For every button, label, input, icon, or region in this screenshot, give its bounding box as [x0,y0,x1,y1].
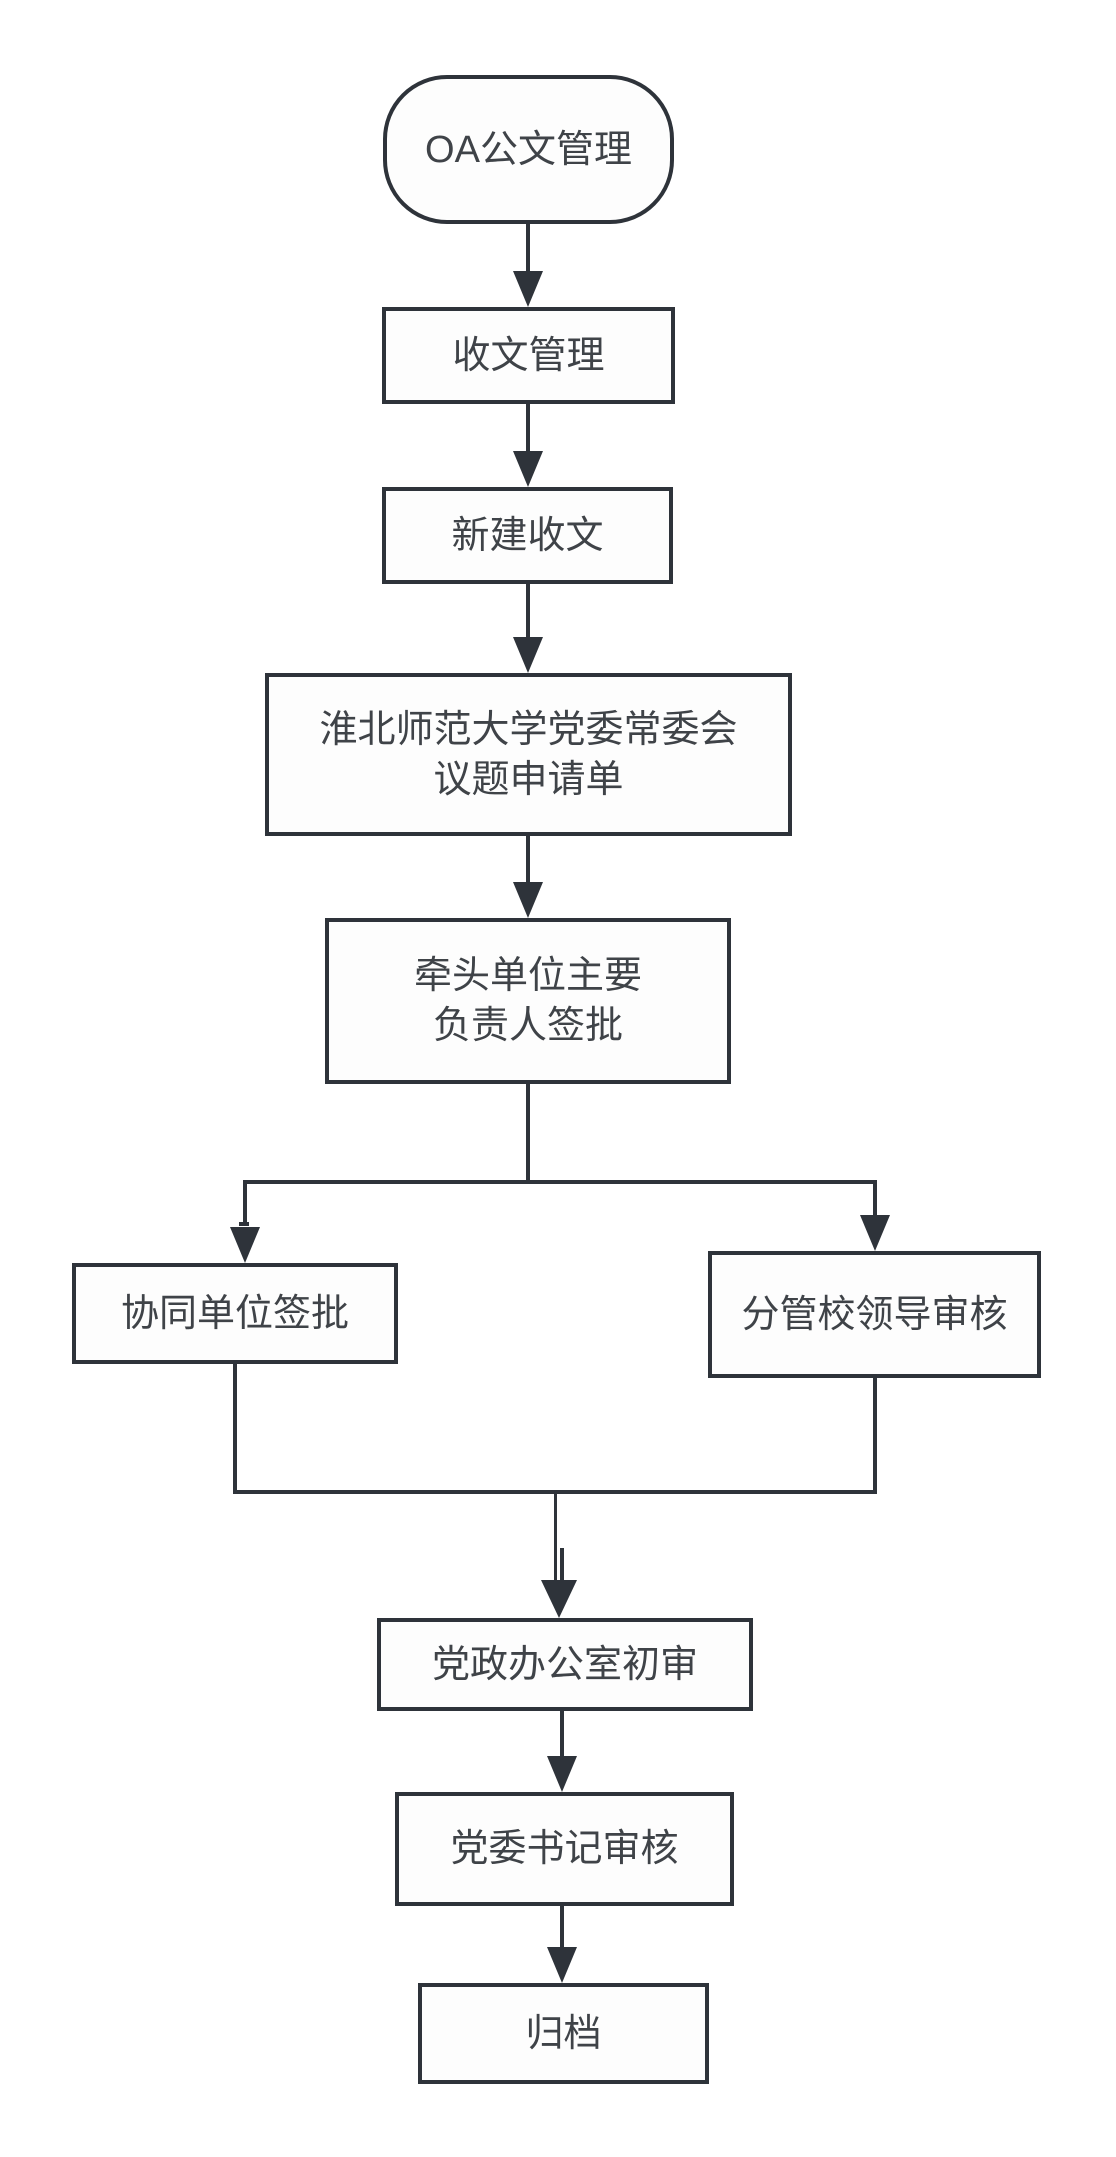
edge-merge-stem-line [554,1490,557,1582]
edge-lead-co-unit-line [243,1180,247,1226]
node-archive: 归档 [418,1983,709,2084]
node-party-secretary-review: 党委书记审核 [395,1792,734,1906]
node-co-unit-sign: 协同单位签批 [72,1263,398,1364]
node-topic-application-label-line1: 淮北师范大学党委常委会 [319,708,738,751]
edge-lead-co-unit-arrow-down-icon [230,1227,260,1263]
node-new-receive: 新建收文 [382,487,673,584]
edge-lead-vice-arrow-down-icon [860,1215,890,1251]
node-receive-management: 收文管理 [382,307,675,404]
node-lead-unit-sign-label-line1: 牵头单位主要 [413,955,642,997]
node-new-receive-label: 新建收文 [451,514,604,557]
node-party-gov-office-review: 党政办公室初审 [377,1618,753,1711]
edge-lead-split-stem-line [526,1084,530,1184]
node-topic-application-label-line2: 议题申请单 [433,758,624,801]
node-start-label: OA公文管理 [425,128,632,171]
edge-office-secretary-line [560,1711,564,1758]
node-topic-application: 淮北师范大学党委常委会 议题申请单 [265,673,792,836]
node-co-unit-sign-label: 协同单位签批 [120,1292,349,1335]
edge-new-topic-line [526,584,530,639]
edge-receive-new-arrow-down-icon [513,451,543,487]
node-archive-label: 归档 [525,2012,602,2055]
edge-lead-co-unit-jog-line [239,1222,249,1226]
node-vice-president-review-label: 分管校领导审核 [741,1293,1008,1336]
node-start: OA公文管理 [383,75,674,224]
edge-co-unit-merge-line [233,1364,237,1494]
edge-lead-split-cross-line [243,1180,877,1184]
node-lead-unit-sign: 牵头单位主要 负责人签批 [325,918,731,1084]
edge-lead-vice-line [873,1180,877,1218]
node-vice-president-review: 分管校领导审核 [708,1251,1041,1378]
edge-office-secretary-arrow-down-icon [547,1756,577,1792]
edge-secretary-archive-line [560,1906,564,1949]
node-lead-unit-sign-label-line2: 负责人签批 [432,1005,623,1047]
edge-start-receive-line [526,223,530,273]
node-party-secretary-review-label: 党委书记审核 [450,1828,679,1870]
edge-start-receive-arrow-down-icon [513,271,543,307]
edge-receive-new-line [526,404,530,453]
edge-topic-lead-line [526,836,530,884]
edge-merge-stem-overlap-line [560,1548,564,1582]
edge-vice-merge-line [873,1378,877,1494]
edge-new-topic-arrow-down-icon [513,637,543,673]
node-receive-management-label: 收文管理 [452,334,605,377]
edge-secretary-archive-arrow-down-icon [547,1947,577,1983]
node-party-gov-office-review-label: 党政办公室初审 [431,1643,698,1686]
edge-topic-lead-arrow-down-icon [513,882,543,918]
edge-merge-office-arrow-down-icon [541,1580,577,1618]
